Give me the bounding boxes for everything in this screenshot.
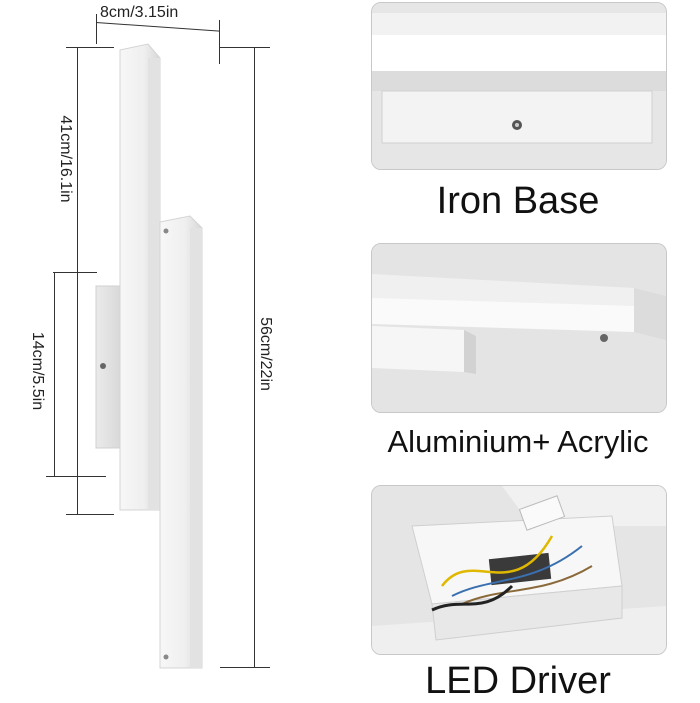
wall-base-plate [95,285,123,449]
total-dim-tick-bottom [220,667,270,668]
bar-screw-bottom-icon [163,654,169,660]
width-dimension-label: 8cm/3.15in [100,4,179,21]
bar-screw-top-icon [163,228,169,234]
detail-image-led-driver [371,485,667,655]
width-tick-left [96,14,97,44]
width-tick-right [219,20,220,64]
product-dimension-illustration: 8cm/3.15in 41cm/16.1in 14cm/5.5in 56cm/2… [0,0,350,700]
caption-iron-base: Iron Base [436,180,600,222]
detail-image-aluminium-acrylic [371,243,667,413]
lower-dim-tick-bottom [46,476,106,477]
upper-dim-tick-bottom [66,514,114,515]
base-screw-icon [100,363,106,369]
detail-image-iron-base [371,2,667,170]
total-dim-tick-top [220,47,270,48]
upper-dim-line [77,47,78,514]
caption-led-driver: LED Driver [425,660,611,702]
caption-aluminium-acrylic: Aluminium+ Acrylic [387,424,649,459]
total-dim-line [254,47,255,667]
upper-dim-tick-top [66,47,114,48]
lower-dim-line [54,272,55,476]
wall-sconce-drawing [95,43,203,669]
upper-dim-tick-mid [53,272,97,273]
